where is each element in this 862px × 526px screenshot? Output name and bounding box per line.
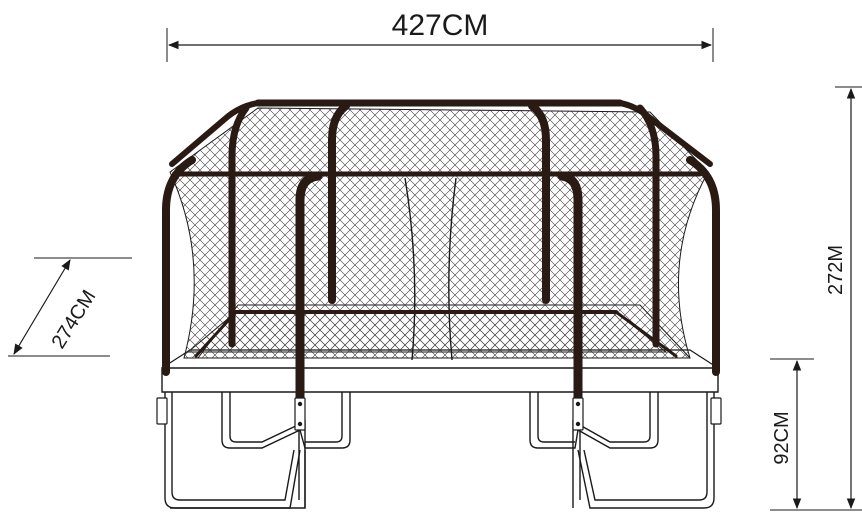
front-leg-left xyxy=(164,392,306,509)
length-label: 427CM xyxy=(392,9,489,42)
pole-brackets xyxy=(156,397,722,431)
length-dimension: 427CM xyxy=(166,9,714,62)
frame-pad xyxy=(161,367,719,393)
net-door-left xyxy=(404,177,416,361)
net-door-right xyxy=(448,177,457,361)
pole-center-right xyxy=(528,102,550,304)
pole-front-right xyxy=(557,171,583,403)
total-height-dimension: 272M xyxy=(770,86,862,511)
total-height-label: 272M xyxy=(825,245,847,295)
rear-leg-right xyxy=(529,392,659,449)
pole-outer-right xyxy=(686,156,720,376)
pole-center-left xyxy=(328,102,350,304)
front-leg-right xyxy=(572,392,715,509)
width-arrow xyxy=(13,259,71,355)
net-poles xyxy=(162,102,720,403)
trampoline-illustration xyxy=(156,99,722,509)
frame-height-label: 92CM xyxy=(771,411,793,464)
frame-height-dimension: 92CM xyxy=(770,358,814,510)
pole-front-left xyxy=(295,171,323,403)
pole-outer-left xyxy=(162,156,196,376)
pole-back-right-inner xyxy=(636,104,660,348)
width-label: 274CM xyxy=(48,286,101,352)
rear-leg-left xyxy=(221,392,351,449)
width-dimension: 274CM xyxy=(8,257,132,357)
pole-back-left-inner xyxy=(228,104,250,348)
